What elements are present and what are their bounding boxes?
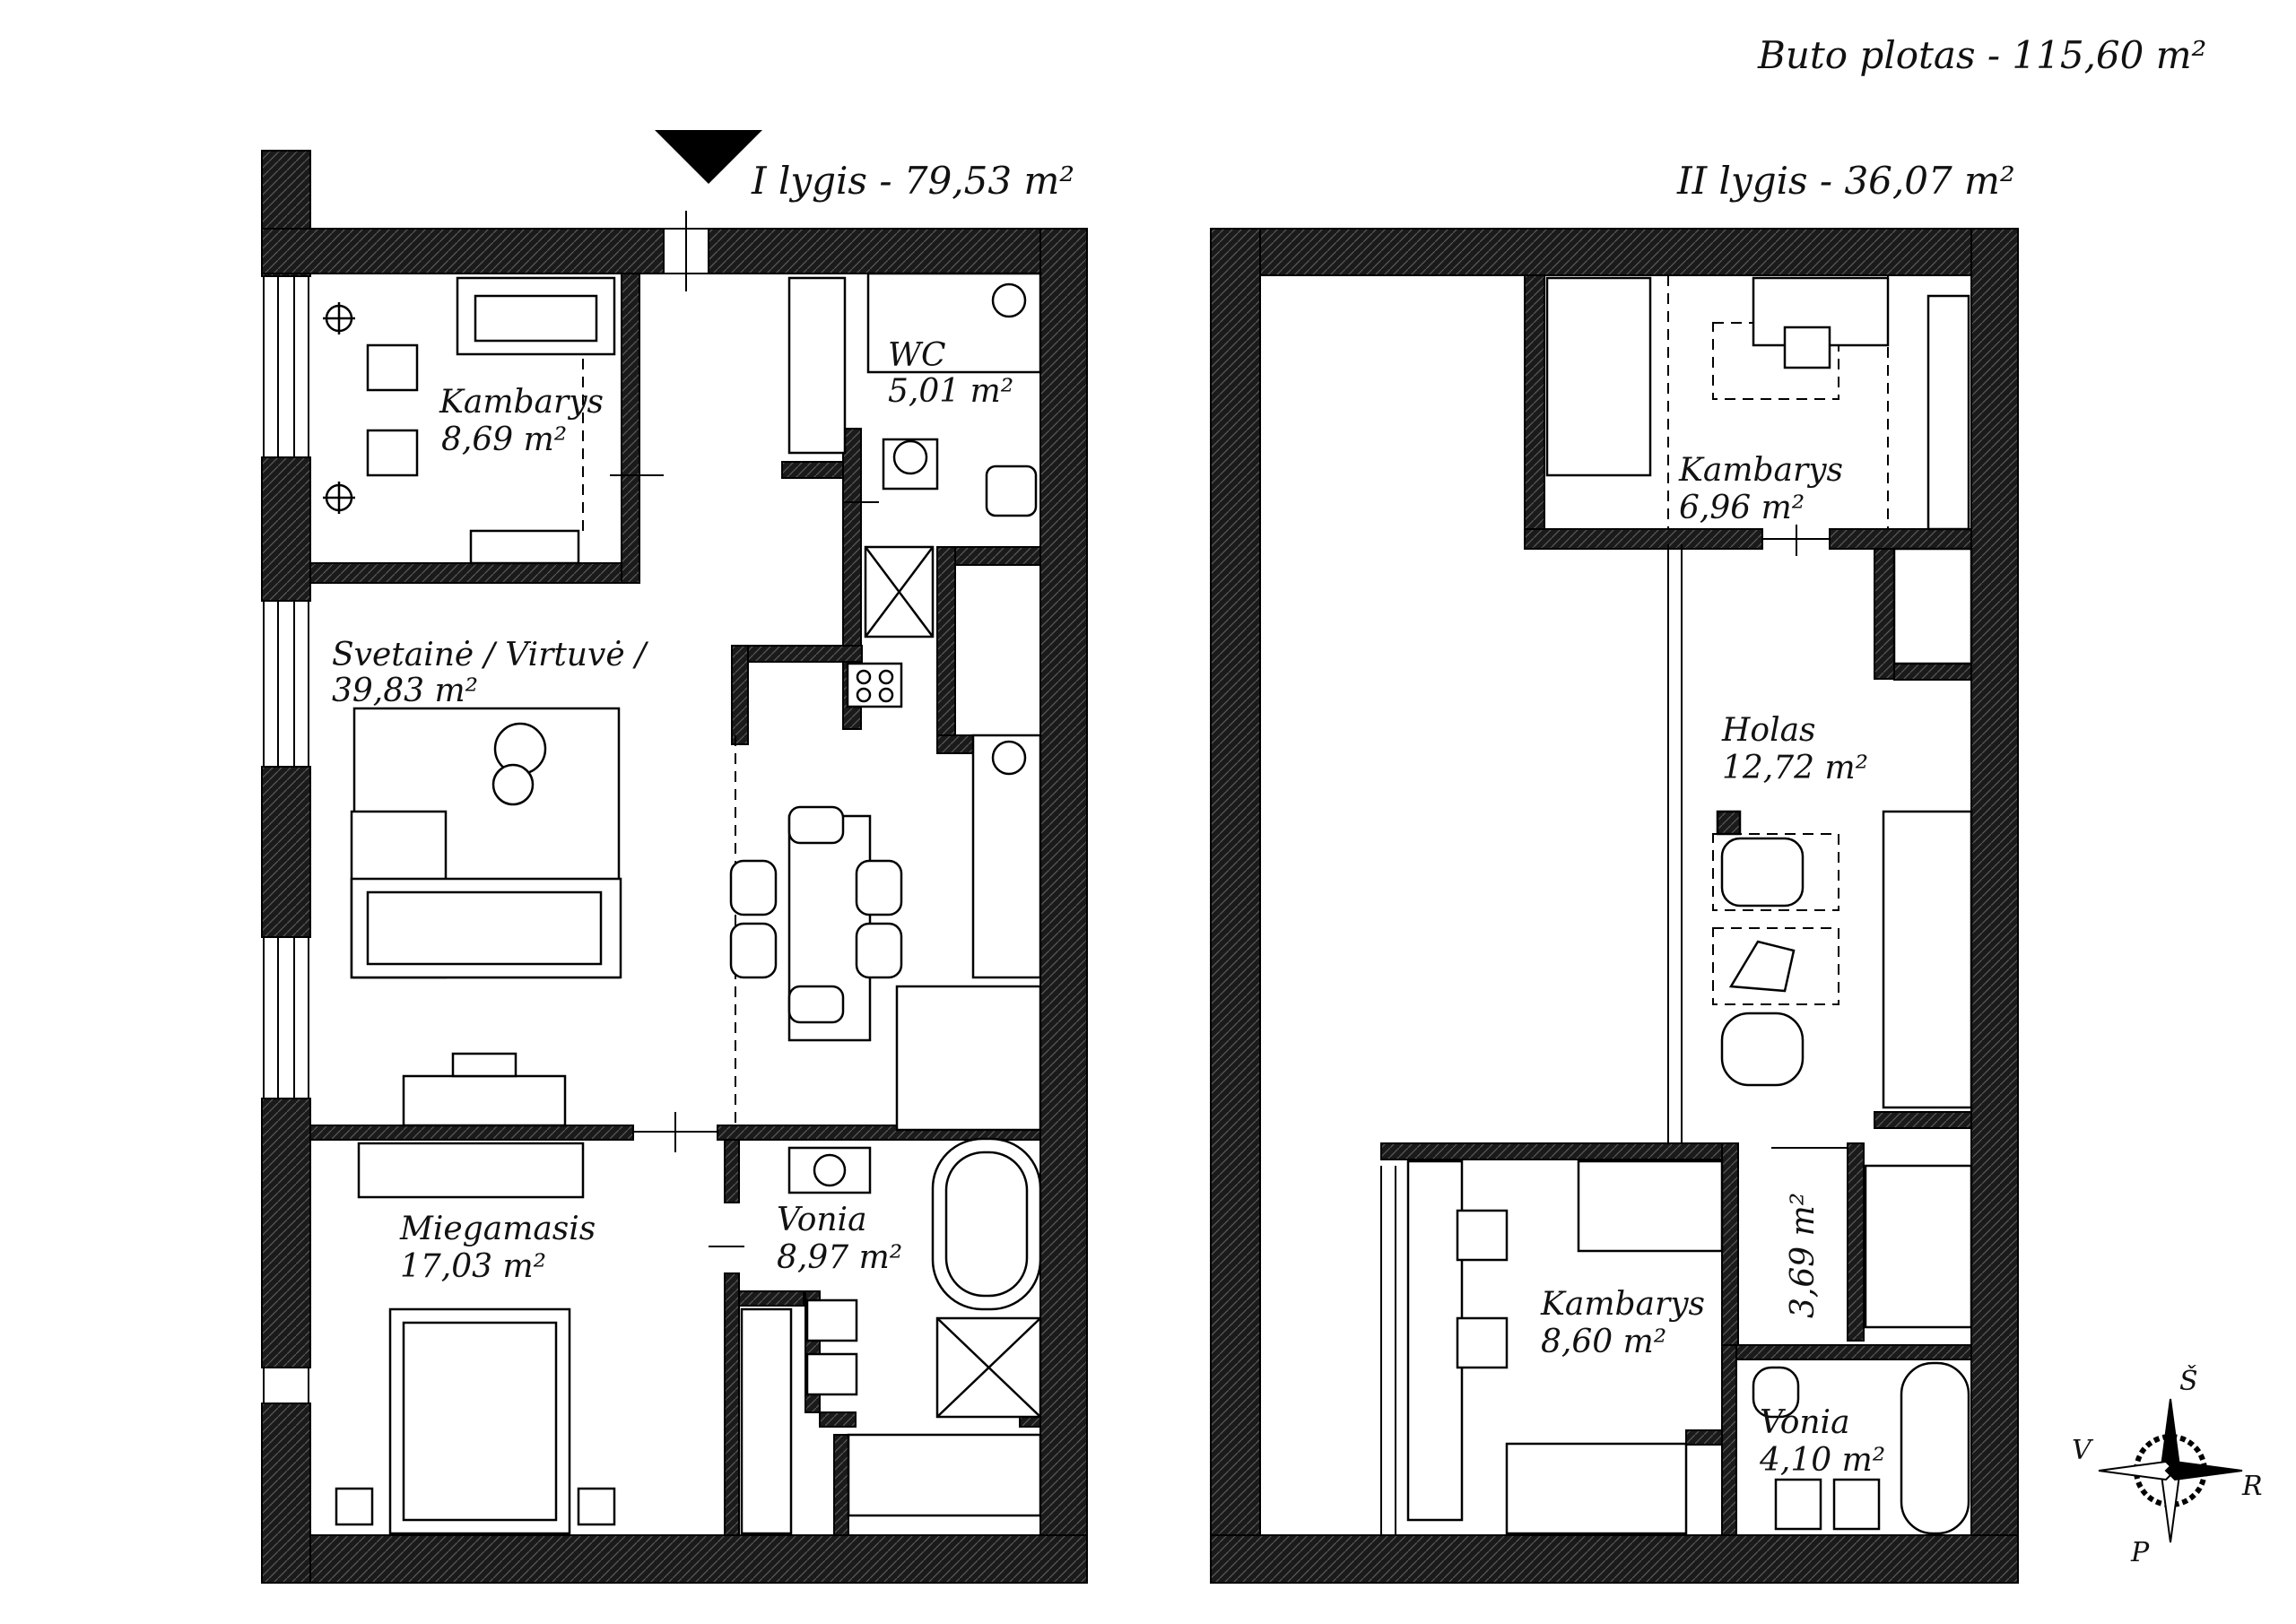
bathtub-icon — [1900, 1361, 1970, 1535]
level-2-title: II lygis - 36,07 m² — [1677, 159, 2015, 203]
desk-icon — [469, 529, 580, 565]
chair-icon — [787, 985, 845, 1024]
compass-east: R — [2242, 1471, 2263, 1502]
room-name: WC — [888, 337, 946, 374]
chair-icon — [1783, 326, 1831, 369]
bed-icon — [1577, 1159, 1724, 1253]
chair-icon — [729, 859, 778, 916]
room-name: Holas — [1722, 712, 1816, 749]
chair-icon — [729, 922, 778, 979]
towel-rack-icon — [847, 1433, 1042, 1517]
level-1-furniture — [323, 272, 1042, 1535]
column-icon — [1716, 810, 1742, 836]
chair-icon — [1456, 1316, 1509, 1369]
sink-icon — [1752, 1366, 1800, 1419]
toilet-icon — [985, 465, 1038, 517]
armchair-icon — [1720, 1012, 1805, 1087]
nightstand-icon — [335, 1487, 374, 1526]
compass-north: Š — [2179, 1366, 2198, 1397]
entrance-arrow-icon — [655, 130, 762, 184]
wardrobe-icon — [1926, 294, 1970, 531]
bidet-icon — [1832, 1478, 1881, 1531]
level-2-openings — [1380, 525, 1848, 1535]
level-1-walls — [261, 150, 1088, 1584]
bed-icon — [1545, 276, 1652, 477]
level-1-plan — [261, 130, 1088, 1584]
room-name: Kambarys — [439, 384, 604, 421]
chair-icon — [1456, 1209, 1509, 1262]
wardrobe-icon — [787, 276, 847, 455]
desk-icon — [1406, 1159, 1464, 1522]
room-area: 3,69 m² — [1785, 1192, 1822, 1318]
bidet-icon — [805, 1352, 858, 1396]
toilet-icon — [1774, 1478, 1822, 1531]
sink-icon — [991, 740, 1027, 776]
room-name: Vonia — [777, 1202, 867, 1238]
wardrobe-icon — [1864, 1164, 1973, 1329]
chair-icon — [787, 805, 845, 845]
compass-south: P — [2131, 1537, 2150, 1568]
room-name: Vonia — [1760, 1404, 1850, 1441]
table-icon — [1728, 940, 1796, 993]
kitchen-counter-icon — [971, 734, 1042, 979]
bed-icon — [1505, 1442, 1688, 1535]
level-1-openings — [263, 211, 879, 1404]
closet-icon — [1892, 547, 1973, 665]
room-area: 4,10 m² — [1760, 1442, 1886, 1479]
stair-icon — [895, 985, 1042, 1132]
room-area: 39,83 m² — [332, 673, 479, 709]
room-name: Kambarys — [1541, 1286, 1706, 1323]
chair-icon — [855, 859, 903, 916]
level-2-walls — [1210, 228, 2019, 1584]
room-area: 17,03 m² — [400, 1248, 547, 1285]
chair-icon — [855, 922, 903, 979]
level-2-furniture — [1406, 276, 1973, 1535]
wardrobe-icon — [740, 1307, 793, 1535]
armchair-icon — [366, 343, 419, 392]
level-1-dividers — [582, 287, 736, 1125]
armchair-icon — [1720, 837, 1805, 908]
level-2-plan — [1210, 228, 2019, 1584]
armchair-icon — [366, 429, 419, 477]
toilet-icon — [805, 1298, 858, 1342]
level-1-title: I lygis - 79,53 m² — [752, 159, 1075, 203]
nightstand-icon — [577, 1487, 616, 1526]
stair-icon — [1882, 810, 1973, 1109]
dresser-icon — [357, 1142, 585, 1199]
room-area: 8,60 m² — [1541, 1324, 1667, 1360]
stove-icon — [846, 662, 903, 708]
room-name: Miegamasis — [400, 1211, 596, 1247]
compass-rose-icon — [2098, 1398, 2243, 1543]
total-area-label: Buto plotas - 115,60 m² — [1758, 33, 2207, 77]
room-area: 12,72 m² — [1722, 750, 1869, 786]
room-name: Svetainė / Virtuvė / — [332, 637, 647, 673]
room-area: 5,01 m² — [888, 373, 1014, 410]
tv-stand-icon — [402, 1074, 567, 1127]
room-area: 6,96 m² — [1679, 490, 1805, 526]
room-area: 8,69 m² — [441, 421, 568, 458]
room-area: 8,97 m² — [777, 1239, 903, 1276]
compass-west: V — [2072, 1435, 2092, 1466]
room-name: Kambarys — [1679, 452, 1844, 489]
